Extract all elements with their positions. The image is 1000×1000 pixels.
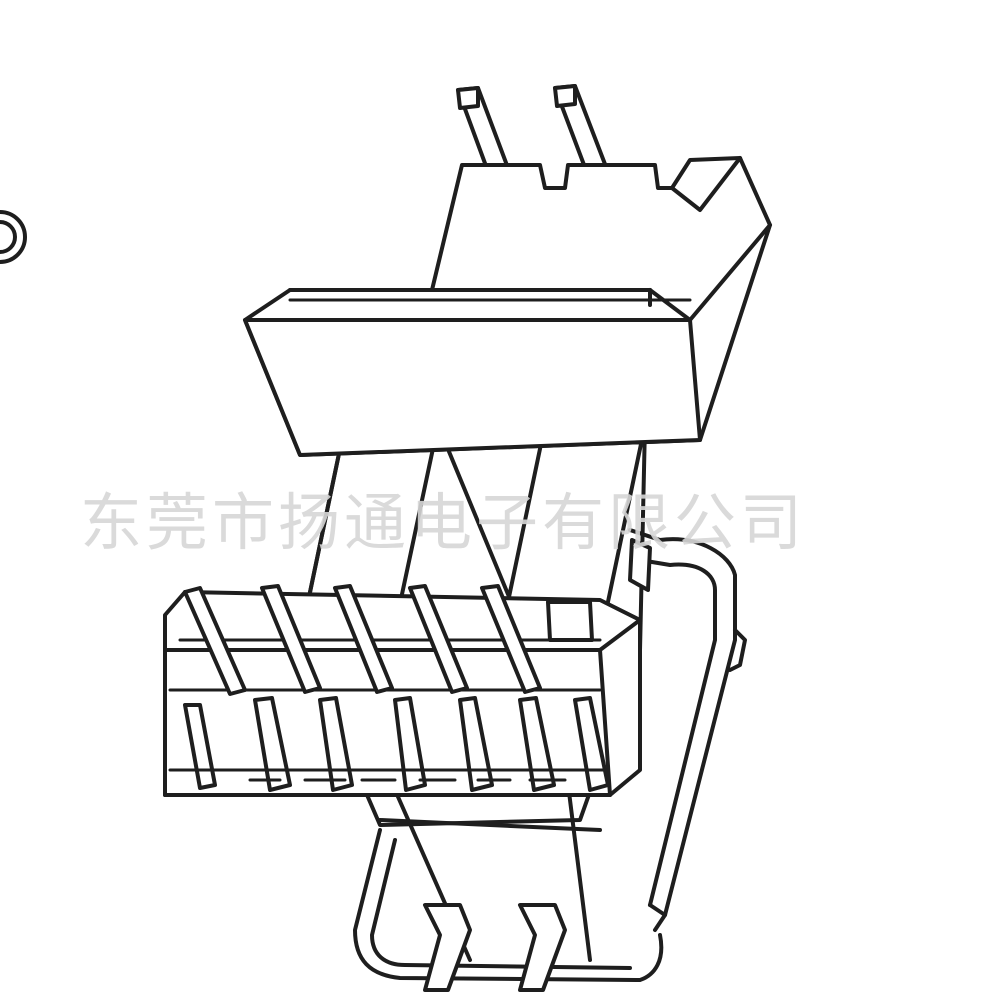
top-flange bbox=[243, 156, 772, 457]
bottom-terminals-lower bbox=[183, 696, 610, 792]
edge-circle-fragment bbox=[0, 210, 27, 264]
bottom-clip bbox=[353, 828, 664, 992]
side-clip bbox=[628, 528, 747, 932]
bottom-pins-upper bbox=[183, 584, 542, 696]
